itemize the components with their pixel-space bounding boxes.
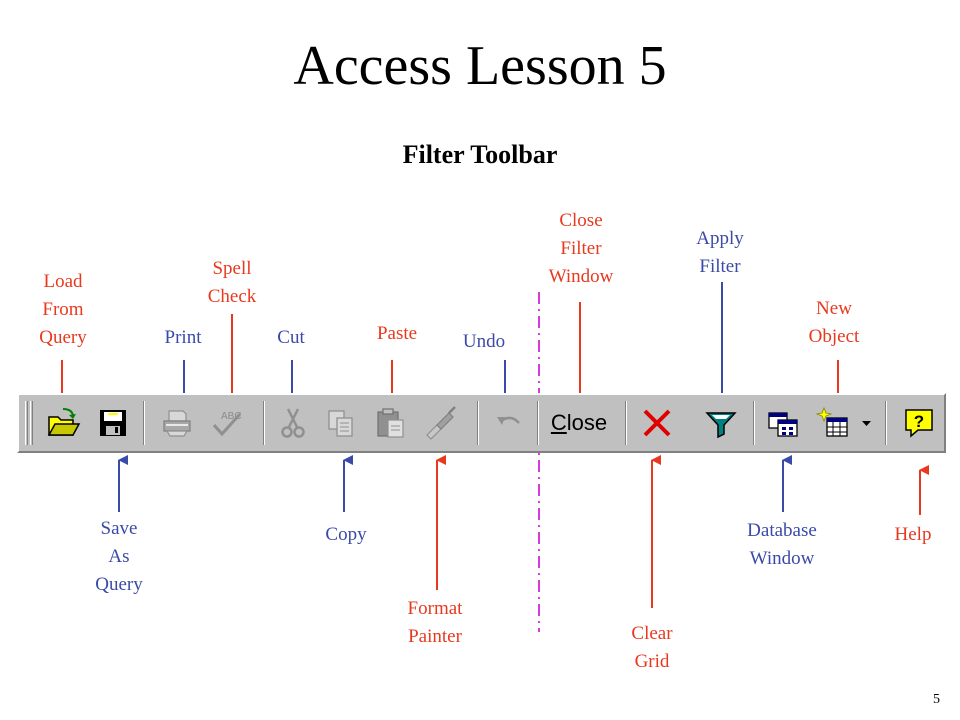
new-object-icon xyxy=(815,406,848,437)
database-window-icon xyxy=(768,412,798,437)
copy-button[interactable] xyxy=(323,405,359,441)
new-object-dropdown[interactable] xyxy=(859,405,875,441)
load-from-query-icon xyxy=(47,408,81,436)
apply-filter-icon xyxy=(705,412,737,439)
slide-title: Access Lesson 5 xyxy=(293,35,667,97)
svg-text:ABC: ABC xyxy=(221,411,242,422)
label-paste: Paste xyxy=(376,323,418,344)
database-window-button[interactable] xyxy=(765,405,801,441)
undo-icon xyxy=(497,416,520,425)
toolbar-separator xyxy=(477,401,479,445)
toolbar-grip[interactable] xyxy=(25,401,28,445)
label-cut: Cut xyxy=(277,327,305,348)
clear-grid-icon xyxy=(643,409,671,437)
toolbar-separator xyxy=(263,401,265,445)
apply-filter-button[interactable] xyxy=(703,405,739,441)
filter-toolbar: ABC xyxy=(17,393,946,453)
help-button[interactable]: ? xyxy=(901,405,937,441)
label-copy: Copy xyxy=(325,524,367,545)
label-print: Print xyxy=(164,327,202,348)
toolbar-separator xyxy=(143,401,145,445)
clear-grid-button[interactable] xyxy=(639,405,675,441)
undo-button[interactable] xyxy=(491,405,527,441)
toolbar-grip[interactable] xyxy=(30,401,33,445)
paste-icon xyxy=(377,408,404,438)
svg-text:?: ? xyxy=(914,412,924,431)
cut-icon xyxy=(281,408,305,438)
label-database-window: Database Window xyxy=(747,520,817,569)
spell-check-button[interactable]: ABC xyxy=(209,405,245,441)
slide-subtitle: Filter Toolbar xyxy=(402,140,558,169)
label-undo: Undo xyxy=(462,331,506,352)
label-format-painter: Format Painter xyxy=(407,598,463,647)
toolbar-separator xyxy=(753,401,755,445)
label-clear-grid: Clear Grid xyxy=(631,623,673,672)
label-apply-filter: Apply Filter xyxy=(696,228,744,277)
help-icon: ? xyxy=(905,409,933,438)
copy-icon xyxy=(328,410,353,437)
print-icon xyxy=(163,410,191,437)
toolbar-separator xyxy=(537,401,539,445)
chevron-down-icon xyxy=(862,421,871,426)
label-new-object: New Object xyxy=(808,298,860,347)
toolbar-separator xyxy=(885,401,887,445)
save-as-query-icon xyxy=(100,410,126,436)
format-painter-icon xyxy=(426,406,456,440)
new-object-button[interactable] xyxy=(815,405,855,441)
close-filter-window-button[interactable]: Close xyxy=(545,404,613,442)
toolbar-separator xyxy=(625,401,627,445)
load-from-query-button[interactable] xyxy=(45,405,81,441)
save-as-query-button[interactable] xyxy=(95,405,131,441)
close-button-label: Close xyxy=(550,410,608,435)
page-number: 5 xyxy=(933,692,940,707)
print-button[interactable] xyxy=(159,405,195,441)
label-help: Help xyxy=(894,524,932,545)
cut-button[interactable] xyxy=(275,405,311,441)
label-load-from-query: Load From Query xyxy=(39,271,87,348)
label-save-as-query: Save As Query xyxy=(95,518,143,595)
label-spell-check: Spell Check xyxy=(207,258,257,307)
format-painter-button[interactable] xyxy=(423,405,459,441)
spell-check-icon: ABC xyxy=(212,411,242,437)
paste-button[interactable] xyxy=(373,405,409,441)
label-close-filter-window: Close Filter Window xyxy=(548,210,614,287)
